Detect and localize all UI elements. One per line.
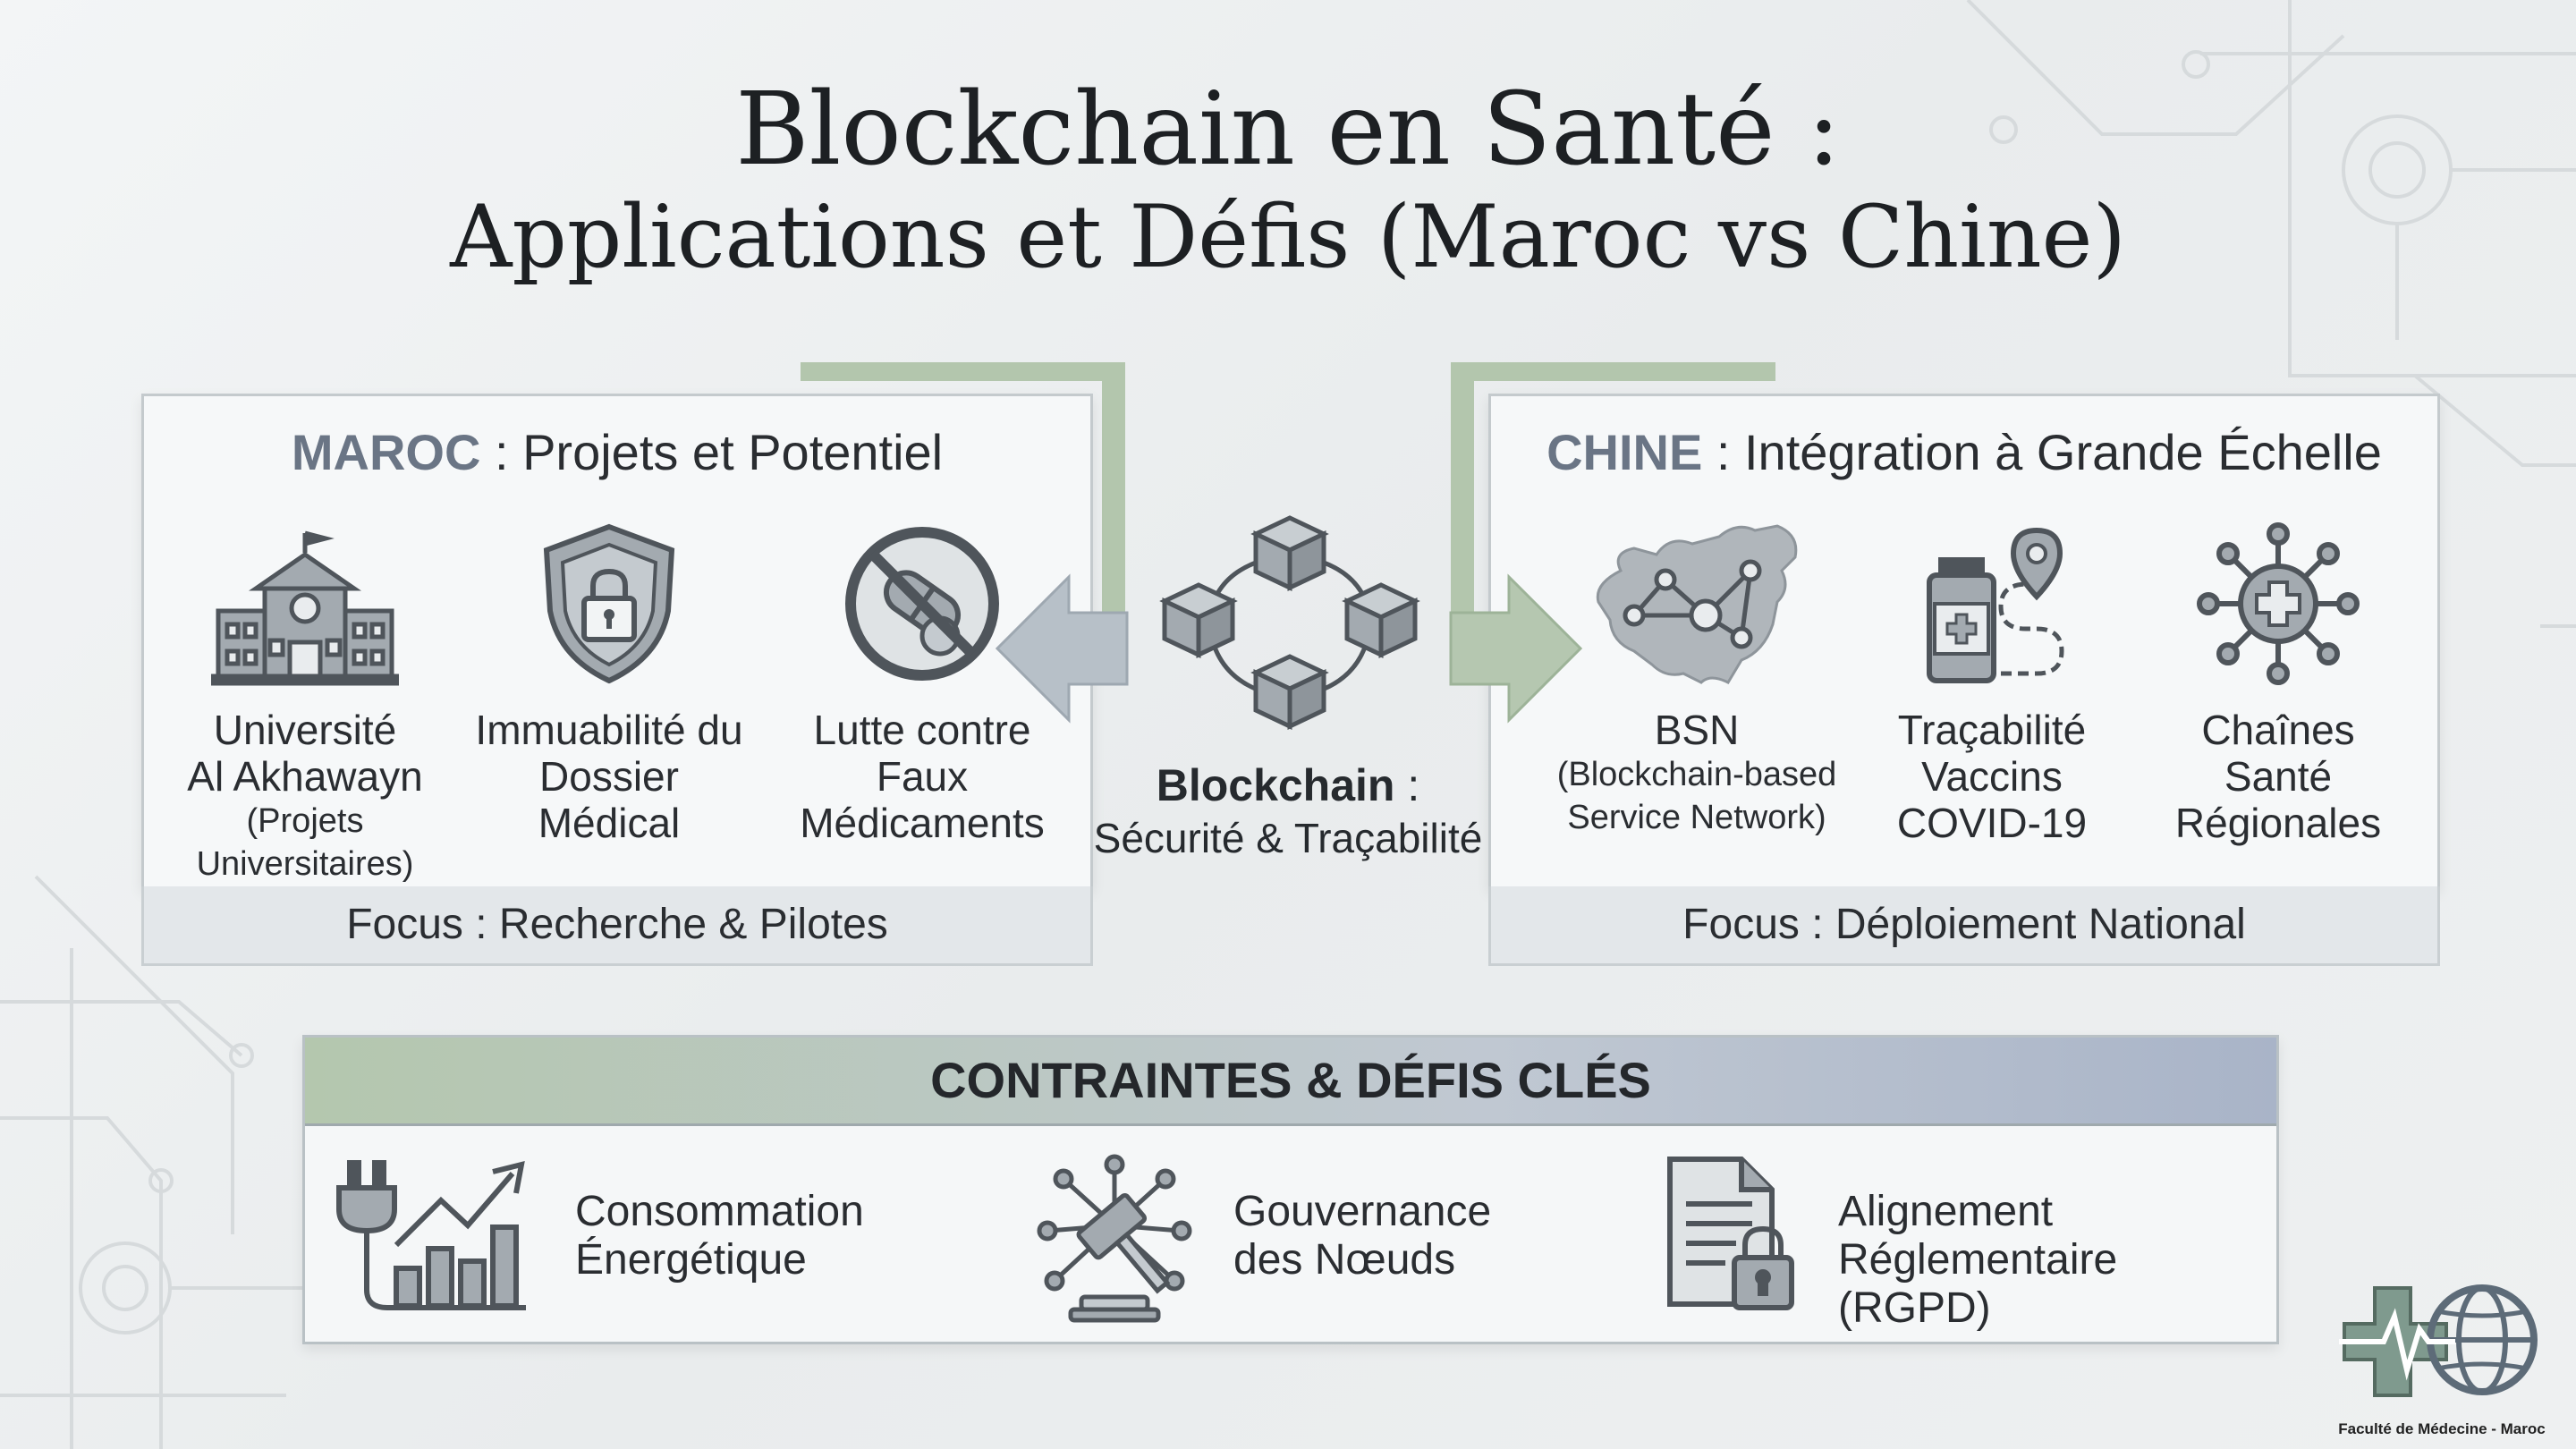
regulatory-alignment-label: Alignement Réglementaire (RGPD) bbox=[1838, 1188, 2276, 1333]
title-line-1: Blockchain en Santé : bbox=[735, 72, 1841, 188]
university-label-2: Al Akhawayn bbox=[187, 753, 423, 800]
blockchain-label-bold: Blockchain bbox=[1156, 760, 1395, 810]
logo-caption: Faculté de Médecine - Maroc bbox=[2338, 1420, 2546, 1437]
blockchain-network-icon bbox=[1159, 515, 1420, 730]
university-label-1: Université bbox=[213, 707, 397, 753]
fake-drugs-label-3: Médicaments bbox=[800, 800, 1045, 846]
maroc-panel: MAROC : Projets et Potentiel bbox=[141, 394, 1093, 889]
energy-line-2: Énergétique bbox=[575, 1236, 807, 1284]
blockchain-label-sub: Sécurité & Traçabilité bbox=[1093, 815, 1483, 861]
maroc-connector-bracket bbox=[801, 362, 1125, 684]
china-map-network-icon bbox=[1596, 524, 1798, 684]
chine-panel: CHINE : Intégration à Grande Échelle BSN… bbox=[1488, 394, 2440, 889]
medical-globe-logo bbox=[2339, 1284, 2538, 1397]
faculty-logo: Faculté de Médecine - Maroc bbox=[2334, 1270, 2549, 1440]
regional-chains-label-3: Régionales bbox=[2174, 800, 2382, 846]
energy-line-1: Consommation bbox=[575, 1188, 864, 1235]
blockchain-center-label: Blockchain : Sécurité & Traçabilité bbox=[1073, 758, 1503, 864]
vaccines-label-3: COVID-19 bbox=[1896, 800, 2088, 846]
document-lock-icon bbox=[1667, 1157, 1794, 1310]
maroc-heading: MAROC : Projets et Potentiel bbox=[144, 423, 1090, 481]
chine-heading-country: CHINE bbox=[1546, 424, 1703, 480]
constraints-heading: CONTRAINTES & DÉFIS CLÉS bbox=[305, 1038, 2276, 1126]
maroc-item-immutability: Immuabilité du Dossier Médical bbox=[475, 521, 743, 846]
bsn-label: BSN bbox=[1654, 707, 1740, 753]
title-line-2: Applications et Défis (Maroc vs Chine) bbox=[450, 187, 2126, 287]
university-sub-label: (Projets Universitaires) bbox=[196, 802, 414, 883]
health-network-icon bbox=[2196, 522, 2360, 685]
university-building-icon bbox=[211, 530, 399, 686]
energy-plug-chart-icon bbox=[336, 1160, 526, 1310]
chine-connector-bracket bbox=[1451, 362, 1775, 684]
no-pills-icon bbox=[844, 527, 999, 681]
chine-item-bsn: BSN (Blockchain-based Service Network) bbox=[1545, 517, 1849, 839]
regulatory-line-2: Réglementaire (RGPD) bbox=[1838, 1236, 2118, 1332]
maroc-item-fake-drugs: Lutte contre Faux Médicaments bbox=[775, 521, 1070, 846]
chine-item-regional-chains: Chaînes Santé Régionales bbox=[2153, 521, 2403, 846]
vaccine-trace-icon bbox=[1927, 527, 2064, 683]
vaccines-label-2: Vaccins bbox=[1921, 753, 2063, 800]
bsn-sub-label-2: Service Network) bbox=[1567, 799, 1826, 836]
governance-line-2: des Nœuds bbox=[1233, 1236, 1456, 1284]
immutability-label-2: Dossier bbox=[539, 753, 679, 800]
right-arrow-icon bbox=[1449, 573, 1583, 724]
constraints-panel: CONTRAINTES & DÉFIS CLÉS Consommation Én… bbox=[302, 1035, 2279, 1344]
immutability-label-3: Médical bbox=[538, 800, 681, 846]
regional-chains-label-2: Santé bbox=[2224, 753, 2333, 800]
regional-chains-label-1: Chaînes bbox=[2201, 707, 2355, 753]
shield-lock-icon bbox=[543, 523, 675, 684]
maroc-focus-bar: Focus : Recherche & Pilotes bbox=[141, 886, 1093, 966]
node-governance-label: Gouvernance des Nœuds bbox=[1233, 1188, 1491, 1284]
maroc-heading-subtitle: : Projets et Potentiel bbox=[480, 424, 944, 480]
chine-item-vaccines: Traçabilité Vaccins COVID-19 bbox=[1858, 521, 2126, 846]
chine-heading-subtitle: : Intégration à Grande Échelle bbox=[1702, 424, 2382, 480]
maroc-heading-country: MAROC bbox=[291, 424, 481, 480]
fake-drugs-label-2: Faux bbox=[876, 753, 969, 800]
chine-focus-bar: Focus : Déploiement National bbox=[1488, 886, 2440, 966]
blockchain-label-colon: : bbox=[1394, 760, 1420, 810]
bsn-sub-label-1: (Blockchain-based bbox=[1556, 756, 1837, 793]
vaccines-label-1: Traçabilité bbox=[1897, 707, 2087, 753]
left-arrow-icon bbox=[995, 573, 1129, 724]
gavel-network-icon bbox=[1037, 1154, 1192, 1323]
governance-line-1: Gouvernance bbox=[1233, 1188, 1492, 1235]
chine-heading: CHINE : Intégration à Grande Échelle bbox=[1491, 423, 2437, 481]
regulatory-line-1: Alignement bbox=[1838, 1188, 2054, 1235]
fake-drugs-label-1: Lutte contre bbox=[813, 707, 1031, 753]
immutability-label-1: Immuabilité du bbox=[475, 707, 743, 753]
maroc-item-university: Université Al Akhawayn (Projets Universi… bbox=[153, 526, 457, 886]
energy-consumption-label: Consommation Énergétique bbox=[575, 1188, 864, 1284]
